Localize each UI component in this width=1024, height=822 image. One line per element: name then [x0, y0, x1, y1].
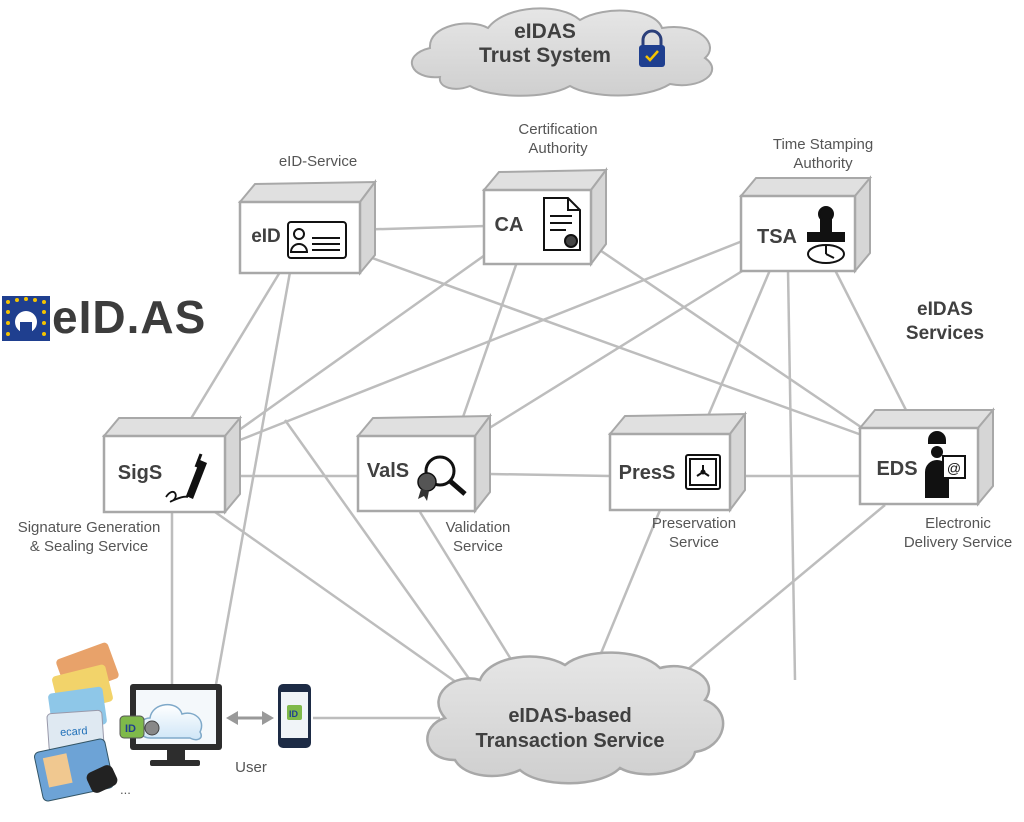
transaction-line1: eIDAS-based: [508, 705, 632, 727]
box-tsa: [738, 175, 873, 274]
delivery-person-icon: @: [925, 431, 966, 498]
trust-system-cloud: [410, 7, 713, 97]
magnifier-seal-icon: [417, 455, 467, 501]
eu-padlock-icon: [639, 29, 665, 67]
link-tsa-vals: [469, 258, 761, 442]
caption-vals-line2: Service: [452, 538, 504, 555]
services-label-line2: Services: [905, 323, 985, 344]
caption-vals-line1: Validation: [445, 519, 511, 536]
eidas-logo-text: eID.AS: [52, 291, 207, 343]
link-ca-vals: [453, 261, 519, 441]
caption-eds-line2: Delivery Service: [903, 534, 1013, 551]
trust-system-title: eIDAS Trust System: [460, 20, 630, 68]
caption-vals: Validation Service: [420, 518, 536, 556]
id-card-icon: [287, 221, 347, 259]
node-code-sigs: SigS: [117, 462, 163, 484]
caption-press-line1: Preservation: [651, 515, 737, 532]
caption-ca-line2: Authority: [528, 140, 588, 157]
certificate-icon: [543, 197, 581, 251]
node-code-press: PresS: [618, 462, 676, 484]
transaction-cloud: [426, 651, 725, 785]
svg-text:ID: ID: [125, 723, 136, 735]
caption-tsa-line2: Authority: [793, 155, 853, 172]
caption-tsa-line1: Time Stamping: [772, 136, 874, 153]
link-ca-eds: [584, 238, 881, 442]
link-eds-trans: [674, 504, 886, 681]
svg-text:ecard: ecard: [60, 725, 88, 739]
connection-lines: [170, 224, 912, 720]
link-eid-sigs: [176, 271, 282, 441]
node-code-vals: ValS: [366, 460, 410, 482]
box-eds: [857, 407, 996, 507]
svg-text:@: @: [947, 460, 961, 476]
caption-sigs-line1: Signature Generation: [17, 519, 161, 536]
node-code-ca: CA: [494, 214, 524, 236]
svg-text:ID: ID: [289, 709, 299, 719]
link-eid-user: [213, 271, 292, 691]
link-sigs-trans: [214, 510, 471, 694]
trust-system-line1: eIDAS: [514, 20, 576, 43]
link-vals-press: [489, 472, 611, 478]
services-label-line1: eIDAS: [917, 299, 973, 320]
eidas-services-label: eIDAS Services: [880, 298, 1010, 346]
id-cards-stack-icon: ecard: [34, 642, 119, 802]
transaction-line2: Transaction Service: [475, 730, 665, 752]
monitor-cloud-icon: ID: [119, 684, 222, 766]
box-ca: [481, 167, 609, 267]
caption-eds-line1: Electronic: [925, 515, 991, 532]
eu-flag-logo-icon: [2, 296, 50, 341]
caption-sigs: Signature Generation & Sealing Service: [2, 518, 176, 556]
link-vals-trans: [418, 511, 527, 683]
box-vals: [355, 413, 493, 514]
node-code-tsa: TSA: [757, 226, 797, 248]
caption-press: Preservation Service: [636, 514, 752, 552]
pen-signature-icon: [165, 453, 207, 503]
caption-sigs-line2: & Sealing Service: [29, 538, 149, 555]
more-ellipsis: ...: [120, 782, 131, 797]
link-tsa-sigs: [239, 238, 746, 442]
box-eid: [237, 179, 378, 276]
link-tsa-eds: [833, 269, 912, 419]
node-code-eid: eID: [251, 226, 281, 247]
link-ca-sigs: [224, 253, 486, 442]
caption-tsa: Time Stamping Authority: [752, 135, 894, 173]
link-eid-eds: [349, 248, 871, 440]
stamp-icon: [807, 206, 845, 264]
link-eid-trans: [283, 419, 472, 681]
transaction-service-label: eIDAS-based Transaction Service: [455, 704, 685, 754]
box-sigs: [101, 415, 243, 515]
safe-icon: [685, 454, 721, 490]
caption-ca-line1: Certification: [518, 121, 598, 138]
caption-press-line2: Service: [668, 534, 720, 551]
caption-eid: eID-Service: [278, 153, 358, 170]
node-code-eds: EDS: [876, 458, 918, 480]
bidirectional-arrow-icon: [226, 711, 274, 725]
link-tsa-press: [698, 269, 772, 436]
caption-eds: Electronic Delivery Service: [892, 514, 1024, 552]
trust-system-line2: Trust System: [479, 44, 611, 67]
box-press: [607, 411, 748, 513]
smartphone-icon: ID: [278, 684, 311, 748]
caption-ca: Certification Authority: [495, 120, 621, 158]
user-label: User: [235, 759, 267, 776]
